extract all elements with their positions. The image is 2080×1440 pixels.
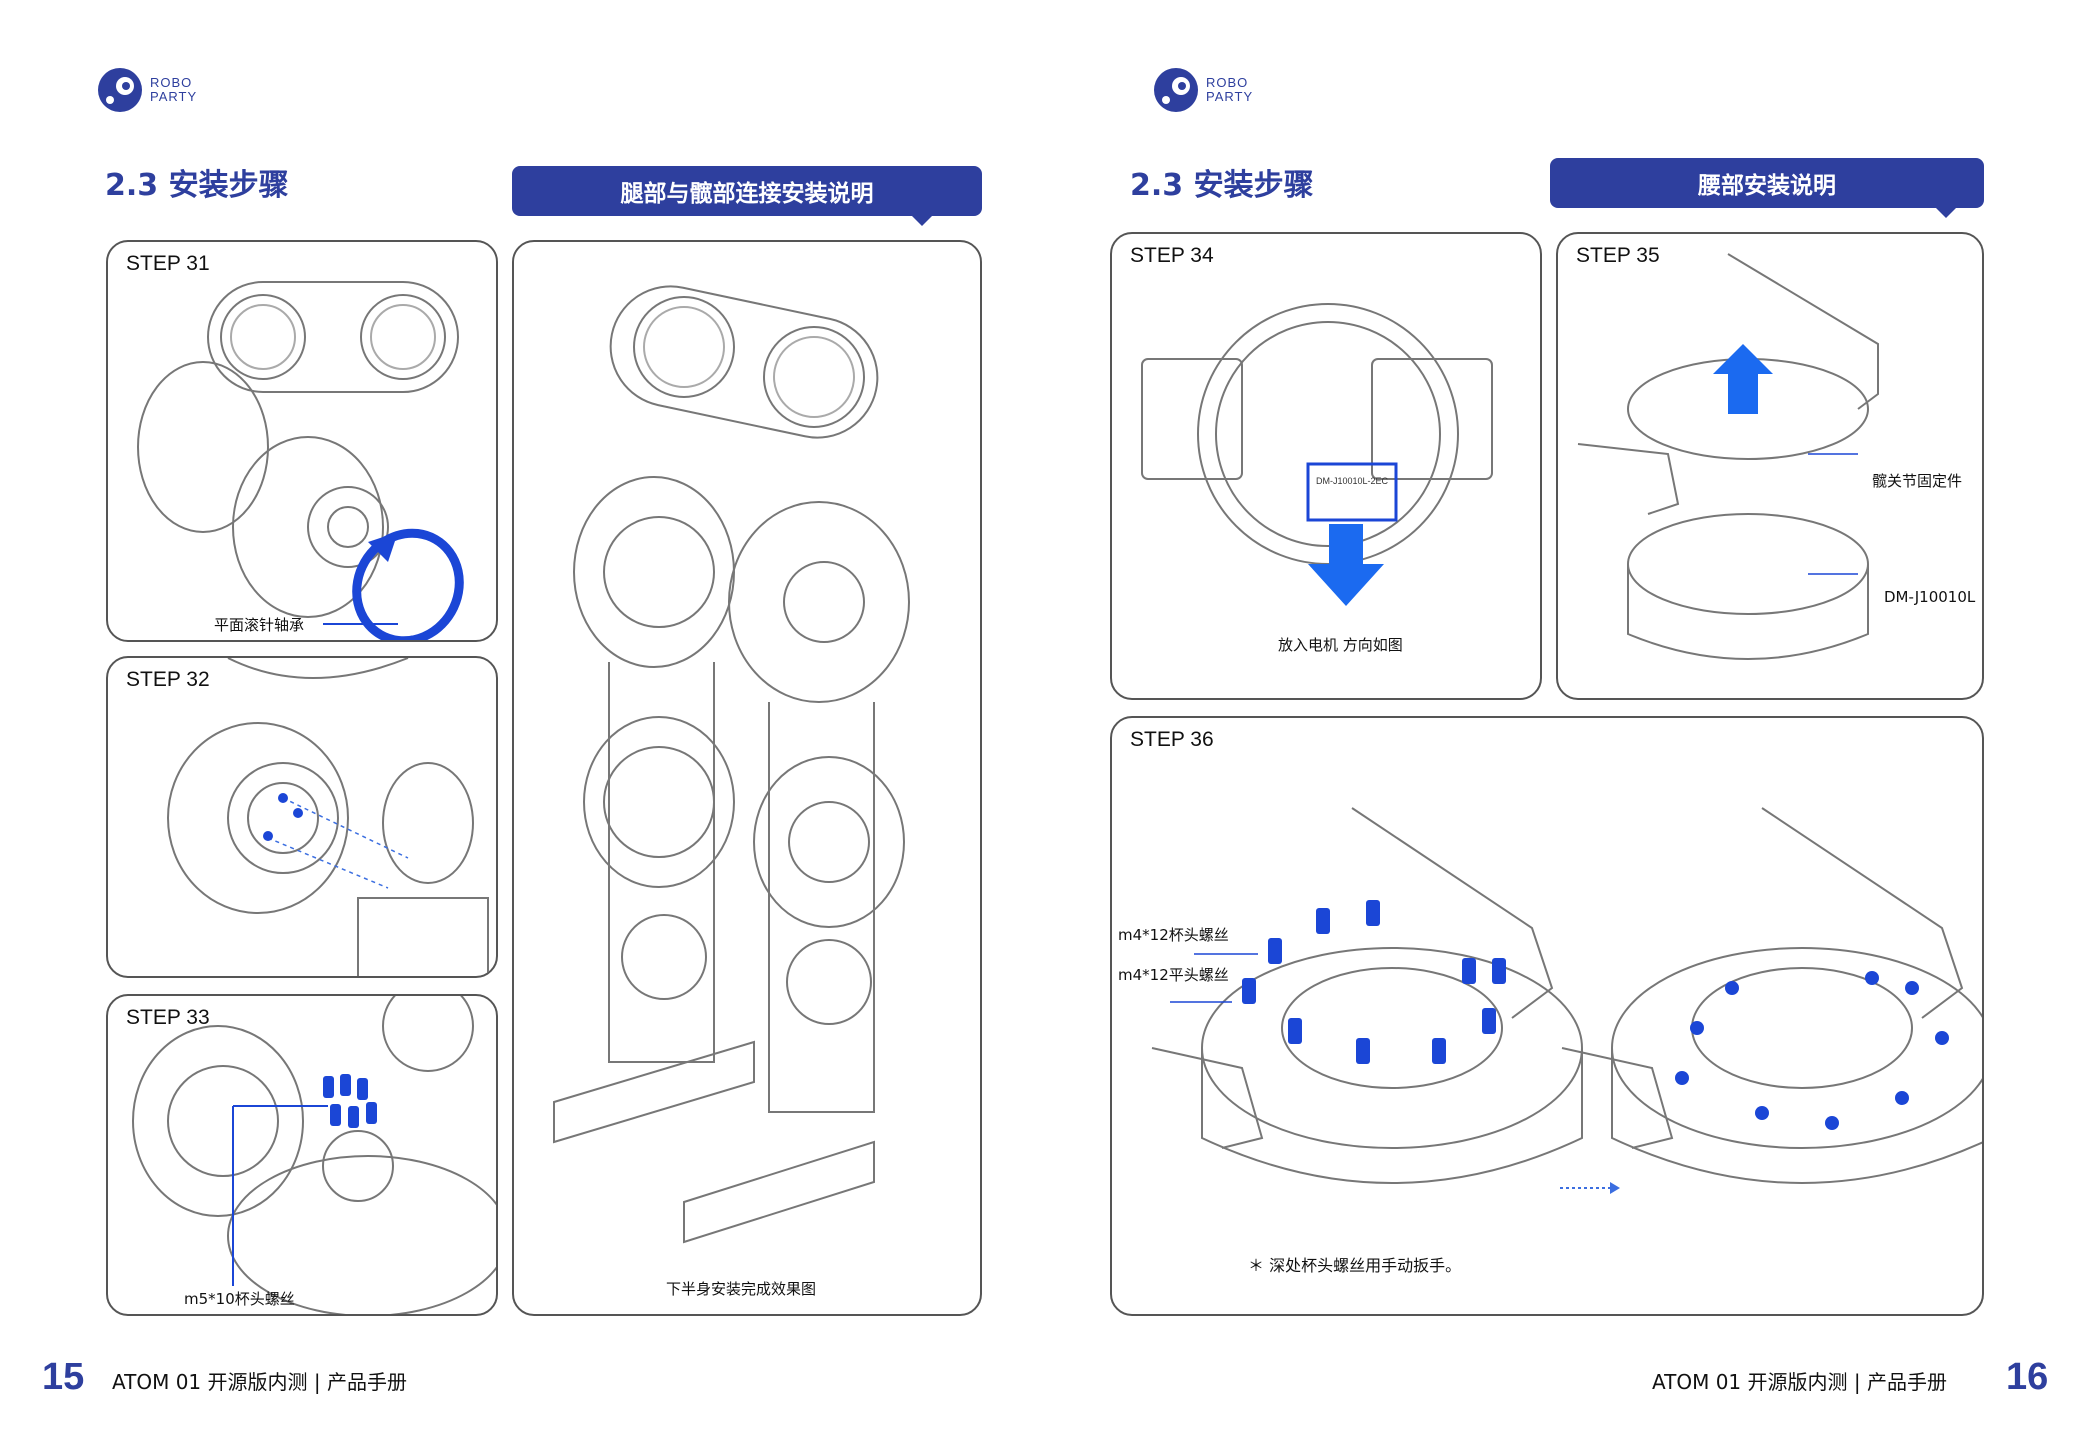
robot-logo-icon bbox=[1154, 68, 1198, 112]
step-35-label: STEP 35 bbox=[1576, 244, 1660, 267]
step-33-callout: m5*10杯头螺丝 bbox=[184, 1290, 295, 1308]
step-33-panel: STEP 33 m5*10杯头螺丝 bbox=[106, 994, 498, 1316]
step-32-panel: STEP 32 bbox=[106, 656, 498, 978]
banner-tail-right bbox=[1936, 208, 1956, 218]
step-31-panel: STEP 31 平面滚针轴承 bbox=[106, 240, 498, 642]
step-34-illustration: DM-J10010L-2EC bbox=[1141, 303, 1493, 606]
step-36-panel: STEP 36 bbox=[1110, 716, 1984, 1316]
section-banner: 腿部与髋部连接安装说明 bbox=[512, 166, 982, 216]
lower-body-panel: 下半身安装完成效果图 bbox=[512, 240, 982, 1316]
section-title-right: 2.3 安装步骤 bbox=[1130, 168, 1314, 203]
step-34-label: STEP 34 bbox=[1130, 244, 1214, 267]
step-31-illustration bbox=[137, 281, 464, 640]
lower-body-caption: 下半身安装完成效果图 bbox=[666, 1280, 817, 1298]
brand-line2: PARTY bbox=[150, 89, 198, 104]
step-32-label: STEP 32 bbox=[126, 668, 210, 691]
step-34-callout: 放入电机 方向如图 bbox=[1278, 636, 1403, 654]
lower-body-illustration bbox=[553, 285, 910, 1244]
section-title: 2.3 安装步骤 bbox=[105, 168, 289, 203]
step-36-note: ＊ 深处杯头螺丝用手动扳手。 bbox=[1248, 1256, 1462, 1275]
brand-line2: PARTY bbox=[1206, 89, 1254, 104]
brand-line1: ROBO bbox=[1206, 75, 1249, 90]
step-32-illustration bbox=[167, 658, 489, 976]
footer-right: ATOM 01 开源版内测 | 产品手册 bbox=[1652, 1370, 1947, 1394]
motor-tag-text: DM-J10010L-2EC bbox=[1316, 476, 1389, 486]
footer-left: ATOM 01 开源版内测 | 产品手册 bbox=[112, 1370, 407, 1394]
step-33-label: STEP 33 bbox=[126, 1006, 210, 1029]
step-34-panel: STEP 34 DM-J10010L-2EC 放入电机 方向如图 bbox=[1110, 232, 1542, 700]
banner-tail bbox=[912, 216, 932, 226]
step-35-callout-2: DM-J10010L bbox=[1884, 588, 1976, 606]
step-33-illustration bbox=[132, 996, 496, 1314]
robot-logo-icon bbox=[98, 68, 142, 112]
step-35-callout-1: 髋关节固定件 bbox=[1872, 472, 1963, 490]
page-number-left: 15 bbox=[42, 1356, 85, 1398]
step-31-callout: 平面滚针轴承 bbox=[214, 616, 305, 634]
step-36-callout-2: m4*12平头螺丝 bbox=[1118, 966, 1229, 984]
step-35-panel: STEP 35 髋关节固定件 DM-J10010L bbox=[1556, 232, 1984, 700]
step-31-label: STEP 31 bbox=[126, 252, 210, 275]
brand-line1: ROBO bbox=[150, 75, 193, 90]
page-number-right: 16 bbox=[2006, 1356, 2049, 1398]
section-banner-right: 腰部安装说明 bbox=[1550, 158, 1984, 208]
step-36-callout-1: m4*12杯头螺丝 bbox=[1118, 926, 1229, 944]
step-36-label: STEP 36 bbox=[1130, 728, 1214, 751]
step-35-illustration bbox=[1577, 253, 1879, 660]
step-36-illustration bbox=[1151, 807, 1982, 1194]
